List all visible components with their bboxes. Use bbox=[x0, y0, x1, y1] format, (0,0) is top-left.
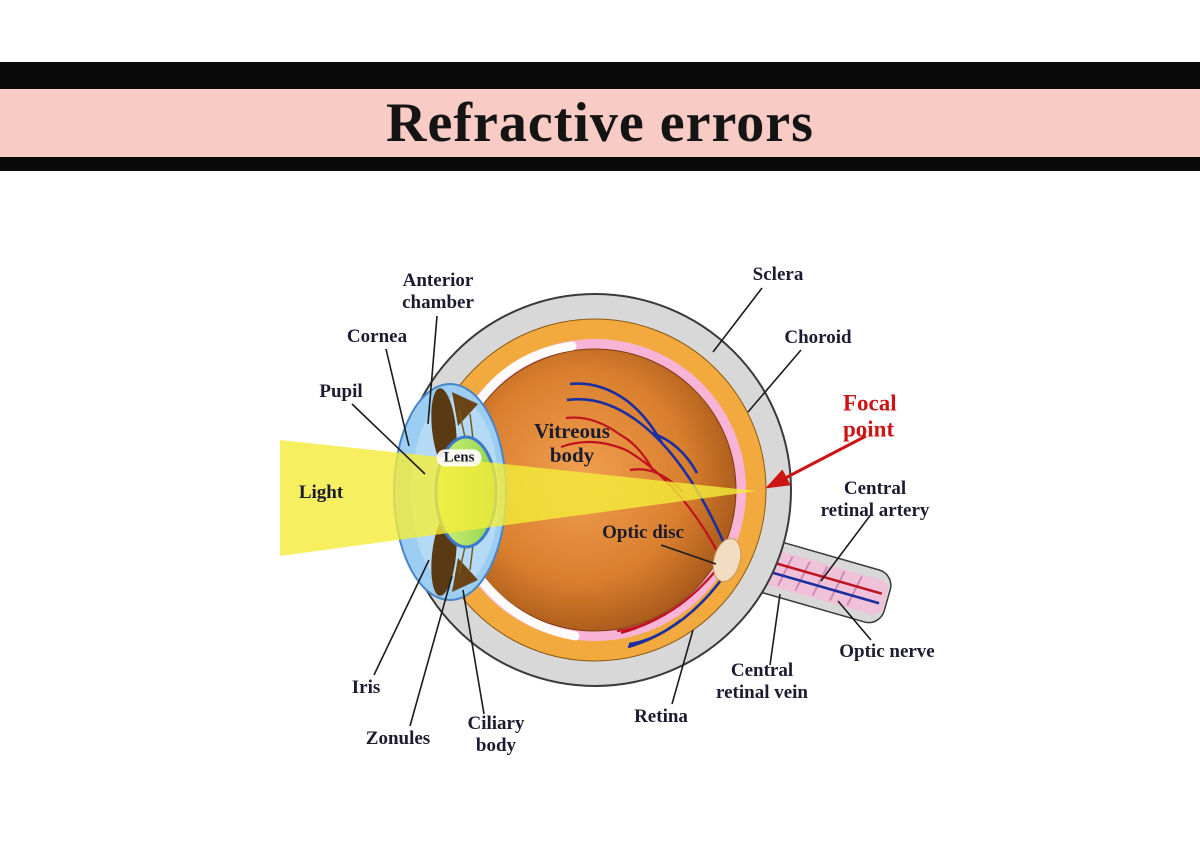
title-banner: Refractive errors bbox=[0, 89, 1200, 157]
banner-top-bar bbox=[0, 62, 1200, 89]
leader-iris bbox=[373, 559, 430, 676]
leader-lines bbox=[351, 287, 873, 727]
page-title: Refractive errors bbox=[386, 92, 814, 154]
ciliary-body-upper-shape bbox=[452, 392, 478, 426]
leader-pupil bbox=[351, 403, 426, 475]
label-vitreous-body: Vitreous body bbox=[534, 418, 610, 467]
label-anterior-chamber: Anterior chamber bbox=[402, 270, 474, 313]
leader-zonules bbox=[409, 575, 453, 727]
leader-retina bbox=[671, 629, 694, 705]
leader-sclera bbox=[712, 287, 763, 353]
label-lens: Lens bbox=[436, 449, 482, 467]
leader-central-retinal-vein bbox=[769, 593, 781, 666]
ciliary-body-lower-shape bbox=[452, 558, 478, 592]
label-focal-point: Focal point bbox=[843, 390, 897, 442]
artery-lower-shape bbox=[616, 567, 719, 635]
label-cornea: Cornea bbox=[346, 326, 408, 348]
banner-bottom-bar bbox=[0, 157, 1200, 171]
label-ciliary-body: Ciliary body bbox=[467, 713, 525, 756]
vein-shape bbox=[566, 382, 728, 549]
label-light: Light bbox=[298, 482, 344, 504]
label-optic-nerve: Optic nerve bbox=[839, 641, 935, 663]
leader-optic-disc bbox=[660, 544, 717, 565]
vein-lower-shape bbox=[627, 575, 726, 649]
focal-point-arrow bbox=[765, 434, 867, 489]
label-pupil: Pupil bbox=[319, 381, 363, 403]
light-beam bbox=[280, 440, 757, 556]
leader-optic-nerve bbox=[837, 600, 872, 641]
leader-ciliary-body bbox=[462, 589, 485, 715]
zonules-shape bbox=[458, 409, 475, 575]
label-central-retinal-vein: Central retinal vein bbox=[715, 660, 809, 703]
optic-disc-shape bbox=[712, 537, 742, 583]
leader-central-retinal-artery bbox=[820, 512, 873, 582]
label-central-retinal-artery: Central retinal artery bbox=[820, 478, 930, 521]
leader-cornea bbox=[385, 348, 410, 447]
leader-anterior-chamber bbox=[427, 315, 438, 425]
label-iris: Iris bbox=[351, 677, 381, 699]
label-sclera: Sclera bbox=[752, 264, 804, 286]
label-optic-disc: Optic disc bbox=[602, 522, 684, 544]
label-retina: Retina bbox=[634, 706, 688, 728]
label-choroid: Choroid bbox=[784, 327, 852, 349]
leader-choroid bbox=[747, 349, 802, 413]
label-zonules: Zonules bbox=[365, 728, 431, 750]
